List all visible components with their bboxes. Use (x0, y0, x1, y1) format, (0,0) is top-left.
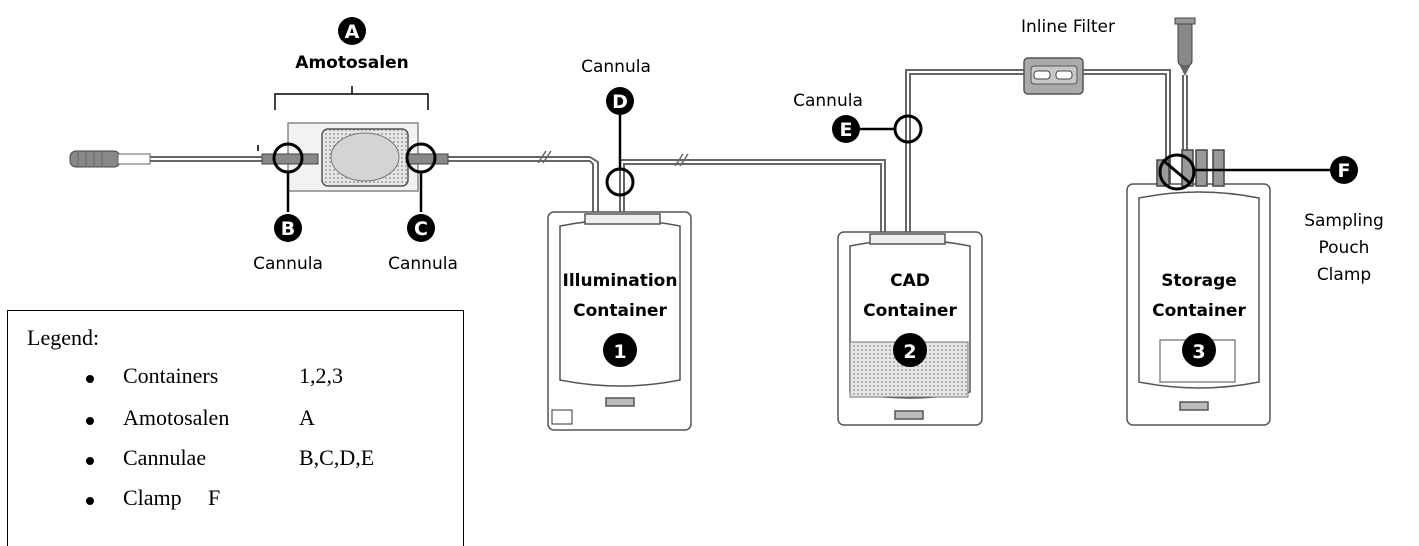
sampling-label-2: Pouch (1319, 238, 1370, 258)
top-right-spike (1174, 17, 1196, 76)
svg-text:C: C (414, 218, 428, 240)
svg-text:D: D (612, 91, 628, 113)
illumination-container-bag (547, 211, 692, 431)
cannula-c-label: Cannula (388, 254, 458, 274)
svg-text:1: 1 (613, 341, 626, 363)
svg-text:F: F (1338, 160, 1351, 182)
badge-b: B (274, 214, 302, 242)
legend-item-value: 1,2,3 (299, 363, 343, 388)
sampling-label-3: Clamp (1317, 265, 1371, 285)
legend-title: Legend: (27, 325, 100, 350)
svg-text:B: B (281, 218, 295, 240)
svg-text:E: E (840, 119, 853, 141)
inline-filter (1023, 57, 1084, 95)
storage-container-label: Storage Container 3 (1152, 271, 1246, 367)
badge-c: C (407, 214, 435, 242)
cannula-e-label: Cannula (793, 91, 863, 111)
badge-a: A (338, 17, 366, 45)
legend-item-label: Clamp (123, 485, 182, 510)
svg-text:A: A (345, 21, 360, 43)
bullet-icon (86, 417, 94, 425)
legend-row-clamp: Clamp F (8, 485, 463, 515)
badge-e: E (832, 115, 860, 143)
legend-row-containers: Containers 1,2,3 (8, 363, 463, 393)
amotosalen-bracket (274, 86, 429, 110)
svg-text:3: 3 (1192, 341, 1205, 363)
legend-item-label: Containers (123, 363, 219, 388)
svg-text:2: 2 (903, 341, 916, 363)
legend-item-value: A (299, 405, 315, 430)
tubing (150, 69, 1188, 234)
badge-f: F (1330, 156, 1358, 184)
legend-item-value: B,C,D,E (299, 445, 375, 470)
svg-text:Illumination: Illumination (563, 271, 678, 291)
svg-text:Container: Container (1152, 301, 1246, 321)
clamp-slash (1164, 160, 1191, 185)
badge-d: D (606, 87, 634, 115)
svg-text:Storage: Storage (1161, 271, 1237, 291)
legend-row-cannulae: Cannulae B,C,D,E (8, 445, 463, 475)
tube-break-marks (537, 150, 689, 167)
cad-container-label: CAD Container 2 (863, 271, 957, 367)
legend-item-value: F (208, 485, 221, 510)
cannula-b-label: Cannula (253, 254, 323, 274)
cannula-e-circle (893, 114, 923, 144)
cannula-d-label: Cannula (581, 57, 651, 77)
leader-lines (286, 115, 1330, 212)
amotosalen-label: Amotosalen (295, 53, 408, 73)
cad-container-bag (837, 231, 983, 426)
sampling-label-1: Sampling (1304, 211, 1384, 231)
svg-text:Container: Container (863, 301, 957, 321)
amotosalen-unit (257, 122, 449, 192)
illumination-container-label: Illumination Container 1 (563, 271, 678, 367)
bullet-icon (86, 375, 94, 383)
bullet-icon (86, 497, 94, 505)
legend-item-label: Cannulae (123, 445, 207, 470)
bullet-icon (86, 457, 94, 465)
left-spike (69, 150, 151, 168)
clamp-f-circle (1158, 153, 1196, 191)
legend-row-amotosalen: Amotosalen A (8, 405, 463, 435)
svg-text:Container: Container (573, 301, 667, 321)
inline-filter-label: Inline Filter (1021, 17, 1115, 37)
legend: Legend: Containers 1,2,3 Amotosalen A Ca… (7, 310, 464, 546)
svg-text:CAD: CAD (890, 271, 930, 291)
legend-item-label: Amotosalen (123, 405, 230, 430)
